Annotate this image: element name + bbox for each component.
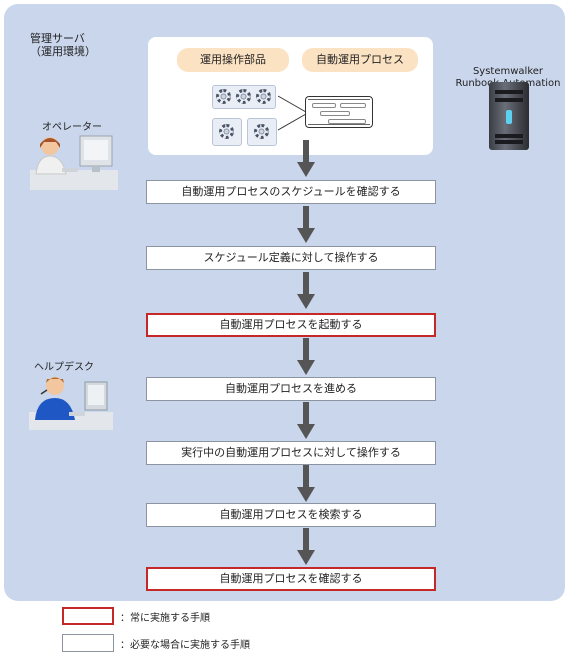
down-arrow-icon bbox=[296, 402, 316, 440]
operator-label: オペレーター bbox=[42, 122, 102, 133]
helpdesk-person-icon bbox=[29, 377, 113, 430]
step-advance-process: 自動運用プロセスを進める bbox=[146, 377, 436, 401]
server-label-line1: 管理サーバ bbox=[30, 32, 85, 45]
legend-optional-text: ：必要な場合に実施する手順 bbox=[120, 640, 250, 651]
step-confirm-process: 自動運用プロセスを確認する bbox=[146, 567, 436, 591]
process-flow-icon bbox=[305, 96, 373, 128]
connector-lines bbox=[277, 95, 307, 131]
helpdesk-label: ヘルプデスク bbox=[34, 362, 94, 373]
automated-process-pill: 自動運用プロセス bbox=[302, 48, 418, 72]
legend-always-swatch bbox=[62, 607, 114, 625]
down-arrow-icon bbox=[296, 272, 316, 310]
step-start-process: 自動運用プロセスを起動する bbox=[146, 313, 436, 337]
step-check-schedule: 自動運用プロセスのスケジュールを確認する bbox=[146, 180, 436, 204]
step-search-process: 自動運用プロセスを検索する bbox=[146, 503, 436, 527]
legend-always-text: ：常に実施する手順 bbox=[120, 613, 210, 624]
step-operate-schedule: スケジュール定義に対して操作する bbox=[146, 246, 436, 270]
management-server-label: 管理サーバ （運用環境） bbox=[30, 32, 96, 58]
operation-part-icon bbox=[247, 118, 277, 146]
operation-parts-group-icon bbox=[212, 85, 276, 109]
step-operate-running-process: 実行中の自動運用プロセスに対して操作する bbox=[146, 441, 436, 465]
server-label-line2: （運用環境） bbox=[30, 45, 96, 58]
operation-part-icon bbox=[212, 118, 242, 146]
product-label-line1: Systemwalker bbox=[472, 66, 544, 77]
legend-optional-swatch bbox=[62, 634, 114, 652]
down-arrow-icon bbox=[296, 140, 316, 178]
server-rack-icon bbox=[489, 82, 529, 150]
operator-person-icon bbox=[30, 135, 118, 190]
down-arrow-icon bbox=[296, 338, 316, 376]
down-arrow-icon bbox=[296, 206, 316, 244]
operation-parts-pill: 運用操作部品 bbox=[177, 48, 289, 72]
down-arrow-icon bbox=[296, 528, 316, 566]
down-arrow-icon bbox=[296, 465, 316, 503]
